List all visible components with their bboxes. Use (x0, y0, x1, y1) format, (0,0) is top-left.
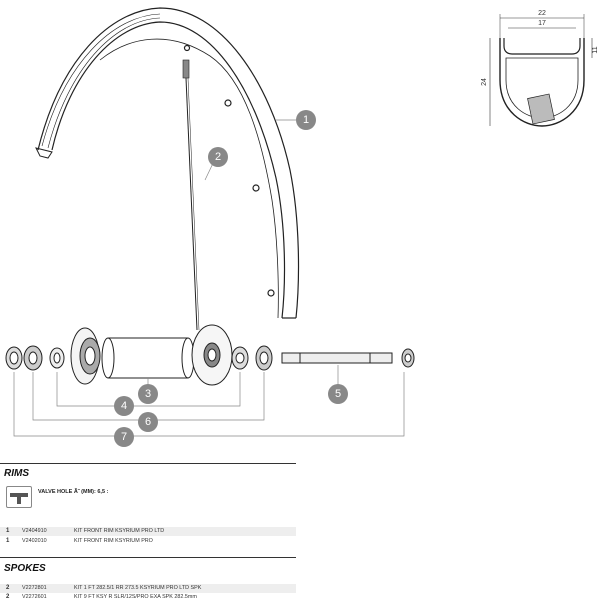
row-qty: 2 (6, 594, 10, 600)
callout-4-label: 4 (121, 400, 127, 412)
rim-profile: 22 17 24 11 (481, 10, 599, 127)
spoke-drawing (182, 59, 200, 331)
row-ref: V2272801 (22, 585, 47, 591)
row-desc: KIT 1 FT 282.5/1 RR 273.5 KSYRIUM PRO LT… (74, 585, 202, 591)
row-qty: 2 (6, 585, 10, 591)
callout-4: 4 (114, 396, 134, 416)
row-qty: 1 (6, 528, 10, 534)
row-desc: KIT 9 FT KSY R SLR/12S/PRO EXA SPK 282.5… (74, 594, 197, 600)
table-row: 2 V2272801 KIT 1 FT 282.5/1 RR 273.5 KSY… (0, 584, 296, 593)
valve-hole-icon (6, 486, 32, 508)
table-row: 2 V2272601 KIT 9 FT KSY R SLR/12S/PRO EX… (0, 593, 296, 602)
spokes-rule (0, 557, 296, 558)
valve-hole-label: VALVE HOLE Ã˜ (MM): 6,5 : (38, 489, 109, 495)
callout-3: 3 (138, 384, 158, 404)
callout-3-label: 3 (145, 388, 151, 400)
dim-width-outer: 22 (538, 10, 546, 17)
rims-title: RIMS (4, 468, 29, 479)
table-row: 1 V2404910 KIT FRONT RIM KSYRIUM PRO LTD (0, 527, 296, 536)
row-ref: V2272601 (22, 594, 47, 600)
row-desc: KIT FRONT RIM KSYRIUM PRO (74, 538, 153, 544)
row-qty: 1 (6, 538, 10, 544)
callout-7: 7 (114, 427, 134, 447)
exploded-wheel-diagram: 1 2 3 4 5 6 7 22 17 24 11 (5, 7, 599, 447)
callout-1: 1 (296, 110, 316, 130)
row-ref: V2402010 (22, 538, 47, 544)
callout-6: 6 (138, 412, 158, 432)
hub-parts (5, 324, 415, 386)
callout-7-label: 7 (121, 431, 127, 443)
row-desc: KIT FRONT RIM KSYRIUM PRO LTD (74, 528, 165, 534)
rim-drawing (35, 7, 300, 319)
callout-2: 2 (208, 147, 228, 167)
callout-2-label: 2 (215, 151, 221, 163)
callout-5: 5 (328, 384, 348, 404)
dim-width-inner: 17 (538, 20, 546, 27)
callout-1-label: 1 (303, 114, 309, 126)
dim-height: 24 (481, 78, 488, 86)
spokes-title: SPOKES (4, 563, 46, 574)
callout-5-label: 5 (335, 388, 341, 400)
table-row: 1 V2402010 KIT FRONT RIM KSYRIUM PRO (0, 537, 296, 546)
callout-6-label: 6 (145, 416, 151, 428)
row-ref: V2404910 (22, 528, 47, 534)
rims-rule (0, 463, 296, 464)
dim-depth: 11 (592, 46, 599, 53)
